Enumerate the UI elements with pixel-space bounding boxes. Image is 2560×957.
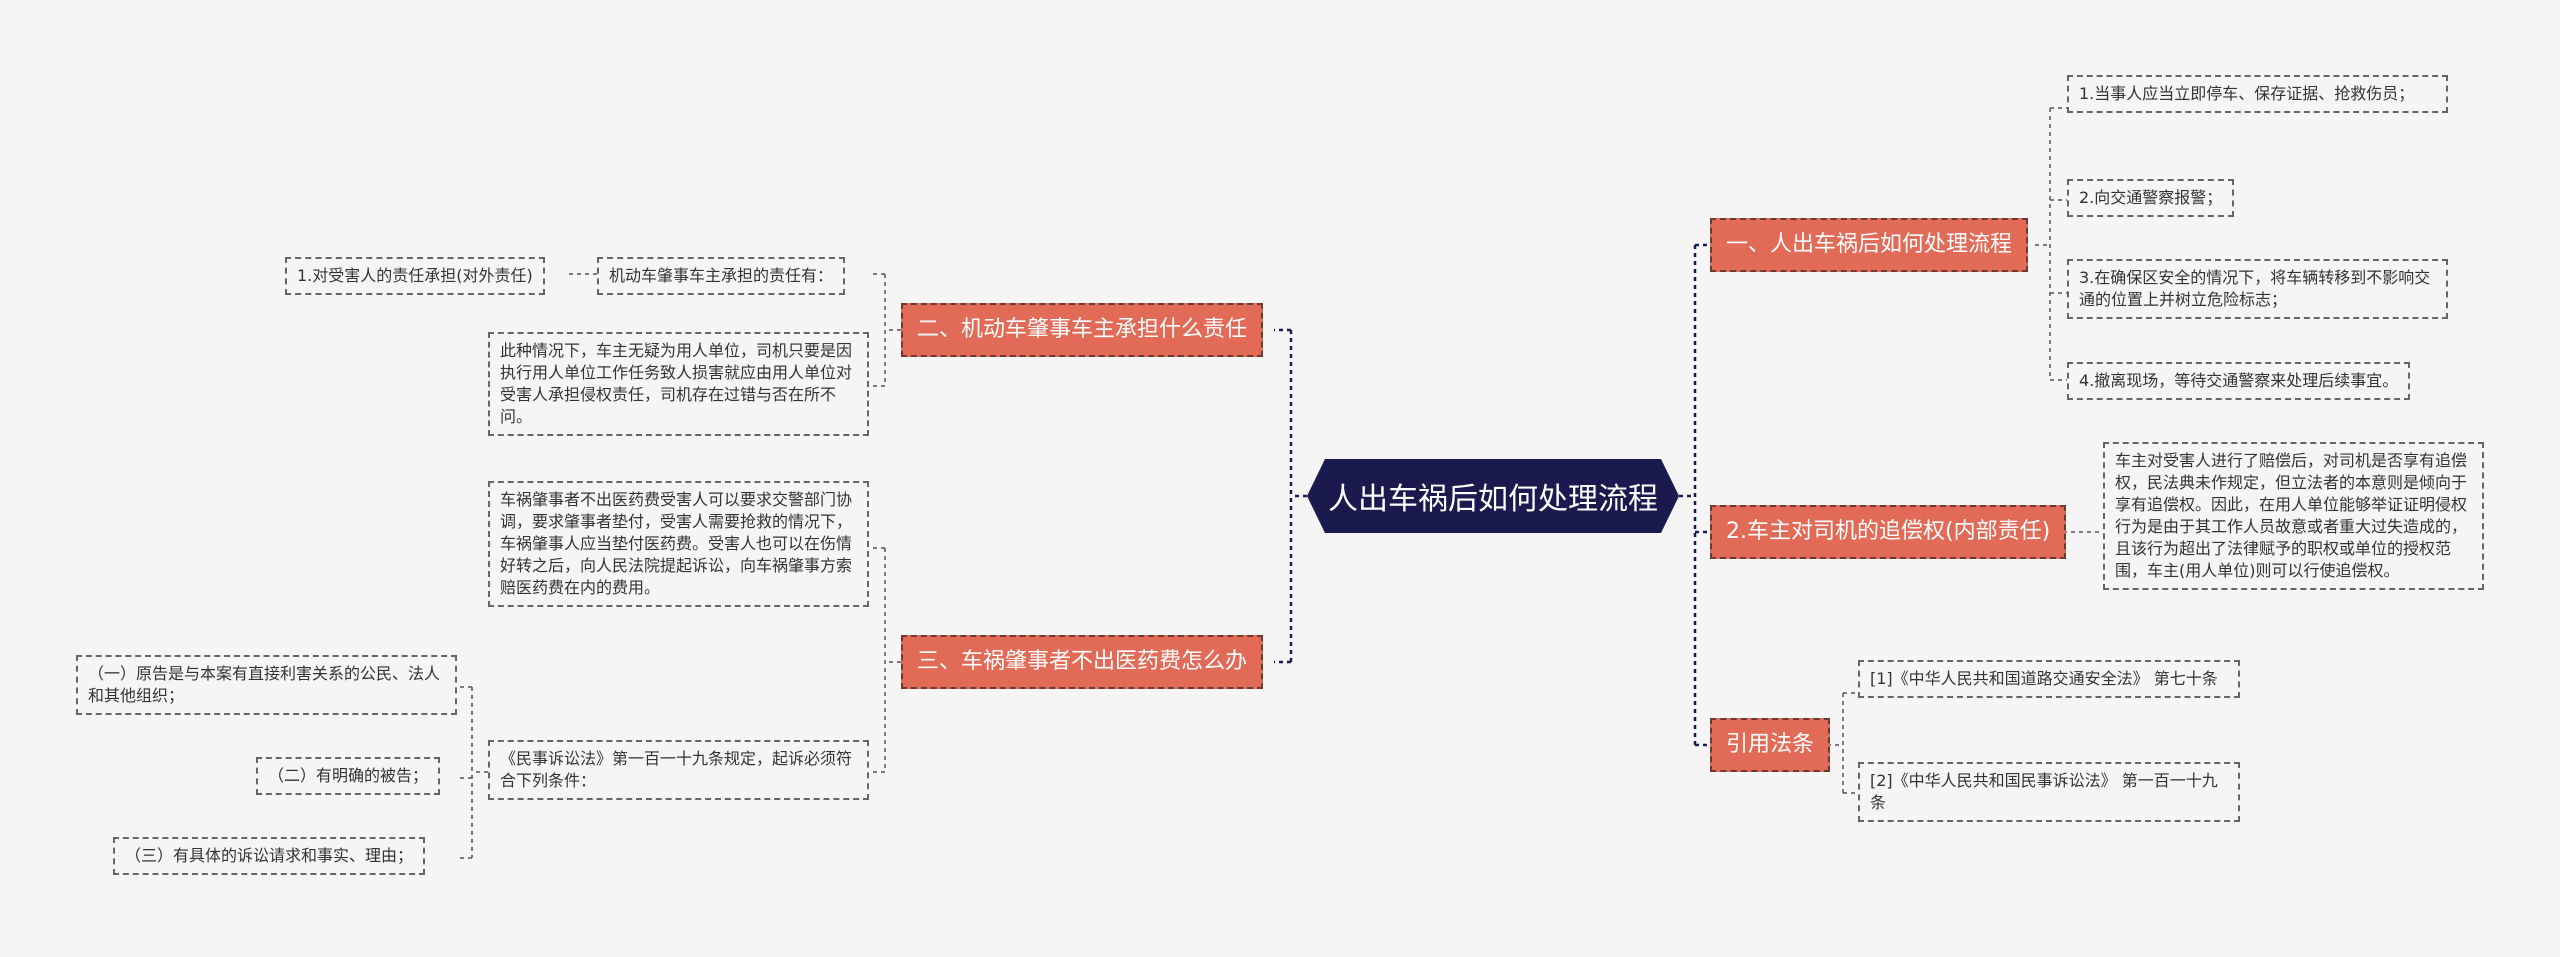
leaf-text: 3.在确保区安全的情况下，将车辆转移到不影响交通的位置上并树立危险标志； [2079, 268, 2431, 309]
branch-owner-liability[interactable]: 二、机动车肇事车主承担什么责任 [901, 303, 1264, 357]
leaf-text: 车祸肇事者不出医药费受害人可以要求交警部门协调，要求肇事者垫付，受害人需要抢救的… [500, 490, 853, 597]
leaf-text: 此种情况下，车主无疑为用人单位，司机只要是因执行用人单位工作任务致人损害就应由用… [500, 341, 853, 426]
leaf-text: 2.向交通警察报警； [2079, 188, 2223, 207]
leaf-law-1[interactable]: [1]《中华人民共和国道路交通安全法》 第七十条 [1858, 660, 2240, 698]
leaf-condition-3[interactable]: （三）有具体的诉讼请求和事实、理由； [113, 837, 426, 875]
leaf-step-1[interactable]: 1.当事人应当立即停车、保存证据、抢救伤员； [2067, 75, 2448, 113]
leaf-text: （一）原告是与本案有直接利害关系的公民、法人和其他组织； [88, 664, 441, 705]
leaf-civil-procedure-article[interactable]: 《民事诉讼法》第一百一十九条规定，起诉必须符合下列条件： [488, 740, 869, 800]
leaf-condition-1[interactable]: （一）原告是与本案有直接利害关系的公民、法人和其他组织； [76, 655, 457, 715]
leaf-external-liability[interactable]: 1.对受害人的责任承担(对外责任) [285, 257, 545, 295]
leaf-step-3[interactable]: 3.在确保区安全的情况下，将车辆转移到不影响交通的位置上并树立危险标志； [2067, 259, 2448, 319]
leaf-text: [2]《中华人民共和国民事诉讼法》 第一百一十九条 [1870, 771, 2218, 812]
leaf-text: 4.撤离现场，等待交通警察来处理后续事宜。 [2079, 371, 2399, 390]
leaf-law-2[interactable]: [2]《中华人民共和国民事诉讼法》 第一百一十九条 [1858, 762, 2240, 822]
leaf-text: （三）有具体的诉讼请求和事实、理由； [125, 846, 414, 865]
branch-recourse-right[interactable]: 2.车主对司机的追偿权(内部责任) [1710, 505, 2067, 559]
branch-label: 二、机动车肇事车主承担什么责任 [917, 317, 1248, 342]
leaf-medical-fees-detail[interactable]: 车祸肇事者不出医药费受害人可以要求交警部门协调，要求肇事者垫付，受害人需要抢救的… [488, 481, 869, 607]
leaf-text: [1]《中华人民共和国道路交通安全法》 第七十条 [1870, 669, 2218, 688]
root-title: 人出车祸后如何处理流程 [1328, 482, 1658, 517]
leaf-text: （二）有明确的被告； [268, 766, 429, 785]
leaf-step-4[interactable]: 4.撤离现场，等待交通警察来处理后续事宜。 [2067, 362, 2411, 400]
branch-label: 引用法条 [1726, 732, 1815, 757]
branch-cited-laws[interactable]: 引用法条 [1710, 718, 1831, 772]
leaf-text: 机动车肇事车主承担的责任有： [609, 266, 834, 285]
branch-label: 2.车主对司机的追偿权(内部责任) [1726, 519, 2051, 544]
branch-label: 一、人出车祸后如何处理流程 [1726, 232, 2013, 257]
leaf-text: 《民事诉讼法》第一百一十九条规定，起诉必须符合下列条件： [500, 749, 853, 790]
leaf-recourse-detail[interactable]: 车主对受害人进行了赔偿后，对司机是否享有追偿权，民法典未作规定，但立法者的本意则… [2103, 442, 2484, 590]
leaf-step-2[interactable]: 2.向交通警察报警； [2067, 179, 2235, 217]
branch-medical-fees[interactable]: 三、车祸肇事者不出医药费怎么办 [901, 635, 1264, 689]
root-topic[interactable]: 人出车祸后如何处理流程 [1307, 459, 1679, 533]
leaf-owner-liability-detail[interactable]: 此种情况下，车主无疑为用人单位，司机只要是因执行用人单位工作任务致人损害就应由用… [488, 332, 869, 436]
leaf-text: 1.当事人应当立即停车、保存证据、抢救伤员； [2079, 84, 2415, 103]
leaf-text: 车主对受害人进行了赔偿后，对司机是否享有追偿权，民法典未作规定，但立法者的本意则… [2115, 451, 2468, 580]
leaf-condition-2[interactable]: （二）有明确的被告； [256, 757, 441, 795]
leaf-text: 1.对受害人的责任承担(对外责任) [297, 266, 533, 285]
branch-label: 三、车祸肇事者不出医药费怎么办 [917, 649, 1248, 674]
branch-accident-process[interactable]: 一、人出车祸后如何处理流程 [1710, 218, 2029, 272]
leaf-owner-liability-intro[interactable]: 机动车肇事车主承担的责任有： [597, 257, 846, 295]
